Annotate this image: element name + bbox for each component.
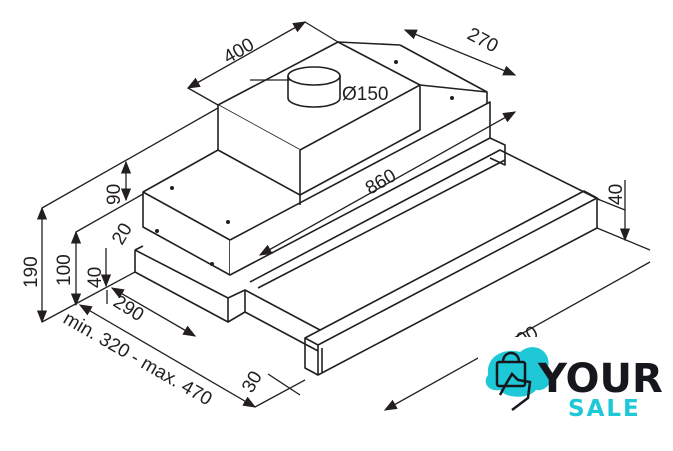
dimension-lines [36,21,651,411]
dim-front-bar-height: 40 [606,184,627,205]
logo-line2: SALE [568,396,641,422]
screw-dots [155,60,454,266]
dim-body-height: 100 [54,254,75,286]
logo-line1: YOUR [537,356,663,402]
shopping-bag-icon [495,351,532,411]
dim-top-depth: 270 [464,24,502,57]
dim-motor-height: 90 [104,184,125,205]
dim-top-width: 400 [220,34,258,68]
dim-offset: 20 [108,220,137,249]
dim-front-bar-depth: 30 [238,368,267,397]
dim-body-depth: 290 [109,291,147,326]
your-sale-logo: YOUR SALE [478,337,666,422]
dim-duct-diameter: Ø150 [342,84,388,105]
dim-total-height: 190 [21,256,42,288]
dim-visor-height: 40 [85,267,106,288]
